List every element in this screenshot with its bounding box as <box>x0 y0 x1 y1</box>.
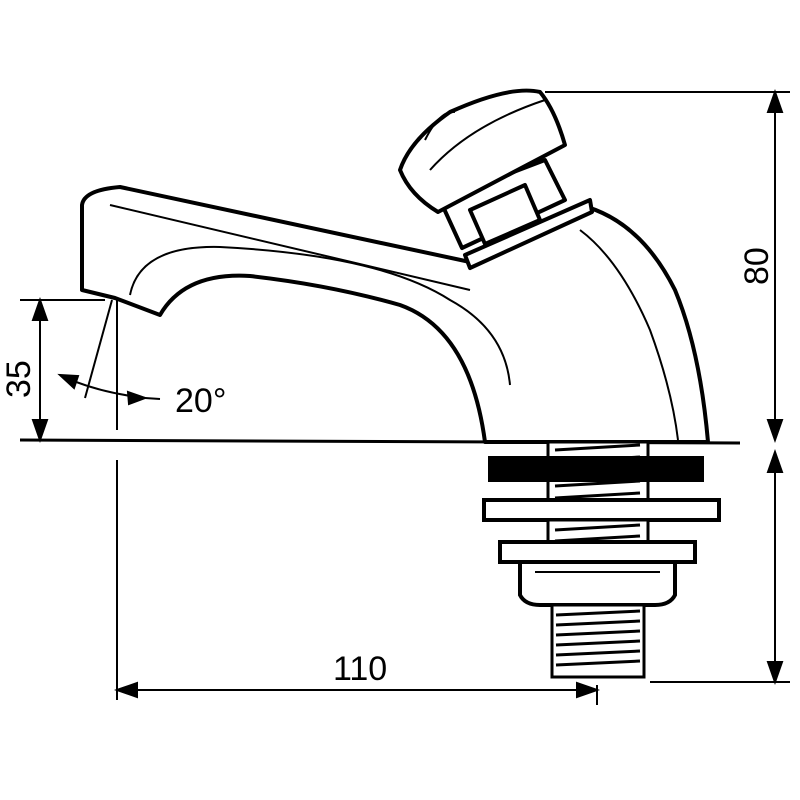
dimension-shank-length <box>650 448 790 686</box>
fixing-nut <box>498 540 697 607</box>
reach-label: 110 <box>333 650 387 688</box>
outlet-height-label: 35 <box>0 360 38 398</box>
connection-thread <box>550 603 646 679</box>
push-button <box>398 88 567 214</box>
dimension-outlet-35 <box>20 296 105 444</box>
height-label: 80 <box>738 247 776 285</box>
angle-indicator <box>57 299 161 430</box>
spout-contour-lines <box>109 204 679 441</box>
faucet-body <box>80 185 710 444</box>
washer-middle <box>482 498 721 522</box>
button-collar <box>438 158 594 270</box>
locking-washer-top <box>488 456 704 482</box>
dimension-reach-110 <box>113 460 601 705</box>
dimension-height-80 <box>545 88 790 444</box>
angle-label: 20° <box>175 382 226 420</box>
